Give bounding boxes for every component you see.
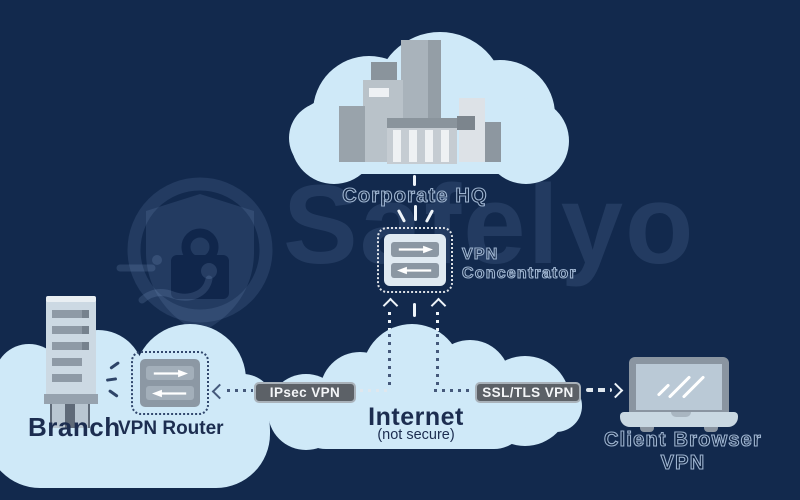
- internet-sublabel: (not secure): [377, 427, 455, 443]
- ssl-tls-vpn-badge: SSL/TLS VPN: [475, 382, 581, 403]
- ssl-tunnel-dotted-line: [434, 389, 474, 392]
- ssl-tunnel-riser-in-cloud: [436, 334, 439, 385]
- up-arrow-icon: [382, 297, 399, 314]
- corporate-hq-cloud: [283, 26, 569, 184]
- hq-connector-line: [413, 175, 416, 186]
- ipsec-tunnel-dotted-line: [227, 389, 253, 392]
- left-arrow-icon: [397, 266, 432, 275]
- vpn-router-icon: [140, 359, 200, 407]
- vpn-router-label: VPN Router: [118, 418, 224, 439]
- signal-ray-icon: [414, 205, 417, 221]
- left-arrow-icon: [152, 389, 187, 397]
- client-browser-vpn-label: Client Browser VPN: [603, 428, 762, 474]
- ipsec-tunnel-riser-in-cloud: [388, 334, 391, 389]
- watermark-brand-text: Safelyo: [283, 162, 696, 287]
- vpn-router-dotted-frame: [131, 351, 209, 415]
- ssl-tunnel-dashed-arrow: [586, 388, 612, 392]
- ipsec-tunnel-riser: [388, 312, 391, 332]
- right-arrow-icon: [398, 245, 433, 254]
- corporate-hq-label: Corporate HQ: [342, 184, 488, 207]
- laptop-icon: [616, 354, 746, 440]
- vpn-concentrator-label: VPN Concentrator: [461, 245, 577, 282]
- ipsec-tunnel-dotted-line: [360, 389, 389, 392]
- up-arrow-icon: [430, 297, 447, 314]
- vpn-concentrator-icon: [384, 234, 446, 286]
- internet-label: Internet: [368, 403, 464, 431]
- link-line: [413, 303, 416, 317]
- vpn-concentrator-dotted-frame: [377, 227, 453, 293]
- branch-building-icon: [44, 296, 102, 436]
- ipsec-vpn-badge: IPsec VPN: [254, 382, 356, 403]
- right-arrow-icon: [153, 369, 188, 377]
- branch-label: Branch: [28, 412, 121, 442]
- ssl-tunnel-riser: [436, 312, 439, 332]
